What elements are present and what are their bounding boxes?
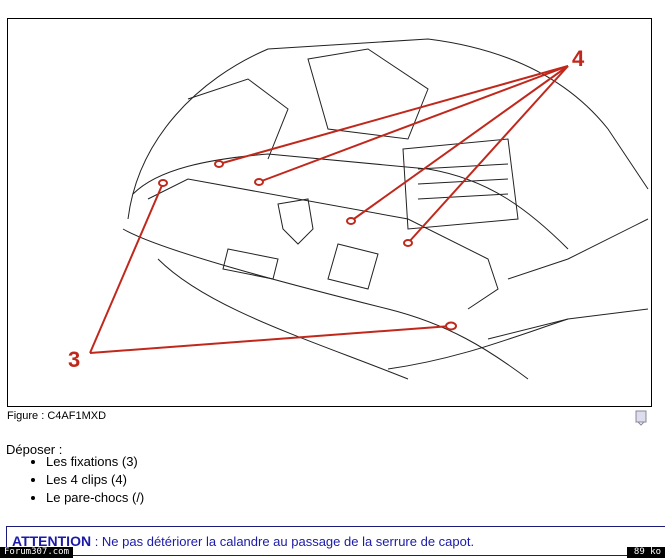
file-size: 89 ko xyxy=(627,547,665,558)
list-item: Le pare-chocs (/) xyxy=(46,489,144,507)
clip-marker xyxy=(214,160,224,168)
list-item: Les fixations (3) xyxy=(46,453,144,471)
clip-marker xyxy=(346,217,356,225)
clip-marker xyxy=(403,239,413,247)
watermark-site: Forum307.com xyxy=(0,547,74,558)
list-item: Les 4 clips (4) xyxy=(46,471,144,489)
callout-line xyxy=(350,65,569,222)
fixation-marker xyxy=(158,179,168,187)
attention-label: ATTENTION xyxy=(12,533,92,549)
callout-line xyxy=(89,182,164,354)
figure-caption: Figure : C4AF1MXD xyxy=(7,410,107,422)
callout-line xyxy=(407,65,569,244)
print-icon[interactable] xyxy=(634,410,648,426)
callout-line xyxy=(258,65,569,183)
clip-marker xyxy=(254,178,264,186)
callout-label-4: 4 xyxy=(572,46,585,71)
engine-bay-diagram: 4 3 xyxy=(68,38,649,380)
attention-box: ATTENTION : Ne pas détériorer la calandr… xyxy=(6,526,665,556)
attention-text: : Ne pas détériorer la calandre au passa… xyxy=(91,534,475,549)
callout-line xyxy=(89,325,452,354)
instruction-intro: Déposer : xyxy=(6,442,63,457)
callout-line xyxy=(218,65,569,165)
removal-list: Les fixations (3) Les 4 clips (4) Le par… xyxy=(28,453,144,507)
fixation-marker xyxy=(445,321,457,331)
figure-frame: 4 3 xyxy=(7,18,652,407)
callout-label-3: 3 xyxy=(68,347,80,372)
